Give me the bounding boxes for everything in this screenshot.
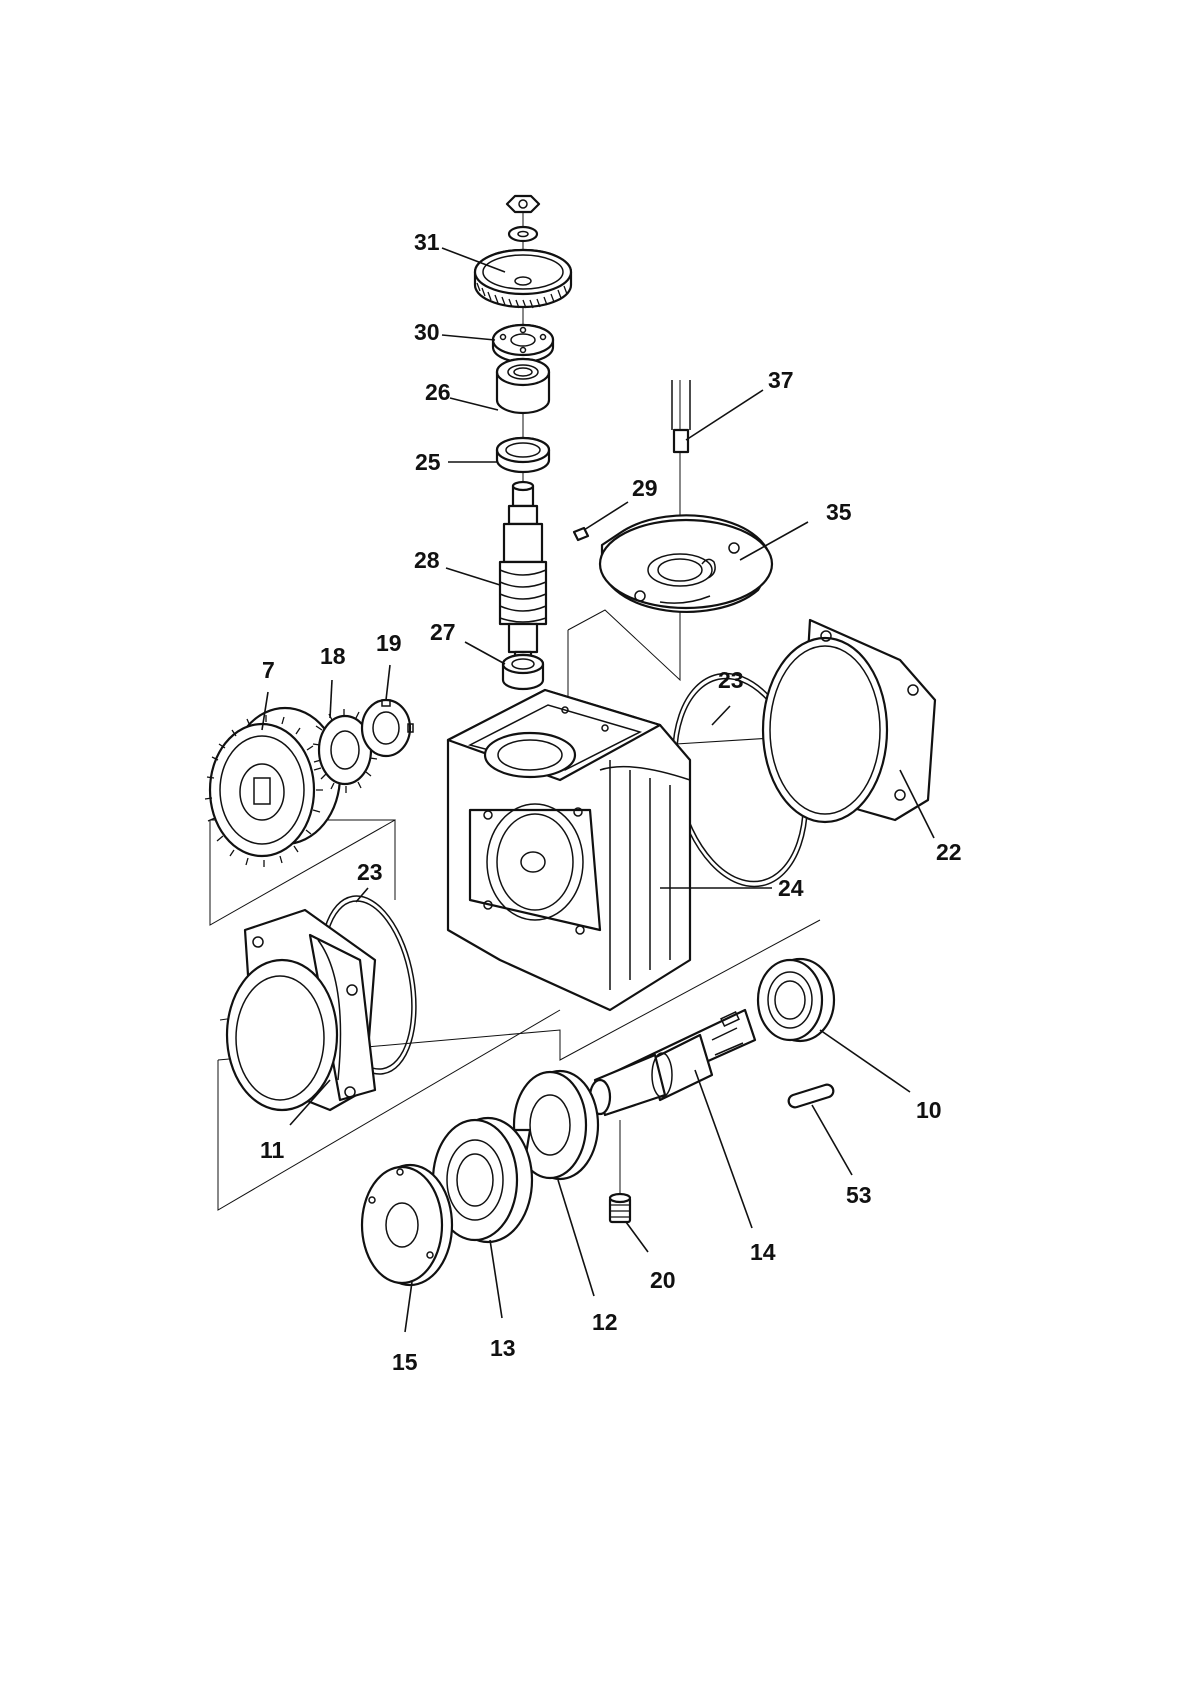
callout-19: 19	[376, 630, 402, 656]
callout-29: 29	[632, 475, 658, 501]
top-washer	[509, 227, 537, 241]
callout-27: 27	[430, 619, 456, 645]
part-7-spur-gear	[205, 708, 340, 867]
callout-10: 10	[916, 1097, 942, 1123]
part-19-nut-ring	[362, 700, 413, 756]
part-15-end-cap	[362, 1165, 452, 1285]
part-22-end-cover	[763, 620, 935, 822]
part-31-gear	[475, 250, 571, 308]
callout-25: 25	[415, 449, 441, 475]
callout-7: 7	[262, 657, 275, 683]
callout-23-lower: 23	[357, 859, 383, 885]
part-29-key	[574, 528, 588, 540]
callout-23-upper: 23	[718, 667, 744, 693]
part-20-set-screw	[610, 1194, 630, 1222]
callout-24: 24	[778, 875, 804, 901]
part-30-flange-ring	[493, 325, 553, 362]
part-26-bearing	[497, 359, 549, 413]
callout-13: 13	[490, 1335, 516, 1361]
top-nut	[507, 196, 539, 212]
callout-35: 35	[826, 499, 852, 525]
callout-22: 22	[936, 839, 962, 865]
callout-11: 11	[260, 1137, 285, 1163]
part-14-main-shaft	[590, 1010, 755, 1115]
callout-20: 20	[650, 1267, 676, 1293]
callout-30: 30	[414, 319, 440, 345]
part-37-shaft	[672, 380, 690, 452]
part-27-bearing	[503, 655, 543, 689]
part-24-housing	[448, 690, 690, 1010]
callout-14: 14	[750, 1239, 776, 1265]
callout-31: 31	[414, 229, 440, 255]
part-25-spacer-ring	[497, 438, 549, 472]
callout-37: 37	[768, 367, 794, 393]
part-28-worm-shaft	[500, 482, 546, 666]
part-35-cover-flange	[600, 515, 772, 611]
part-11-bearing-housing	[227, 910, 375, 1110]
callout-26: 26	[425, 379, 451, 405]
callout-18: 18	[320, 643, 346, 669]
callout-12: 12	[592, 1309, 618, 1335]
callout-15: 15	[392, 1349, 418, 1375]
callout-53: 53	[846, 1182, 872, 1208]
part-10-bearing	[758, 959, 834, 1041]
callout-28: 28	[414, 547, 440, 573]
part-53-key	[789, 1085, 834, 1108]
